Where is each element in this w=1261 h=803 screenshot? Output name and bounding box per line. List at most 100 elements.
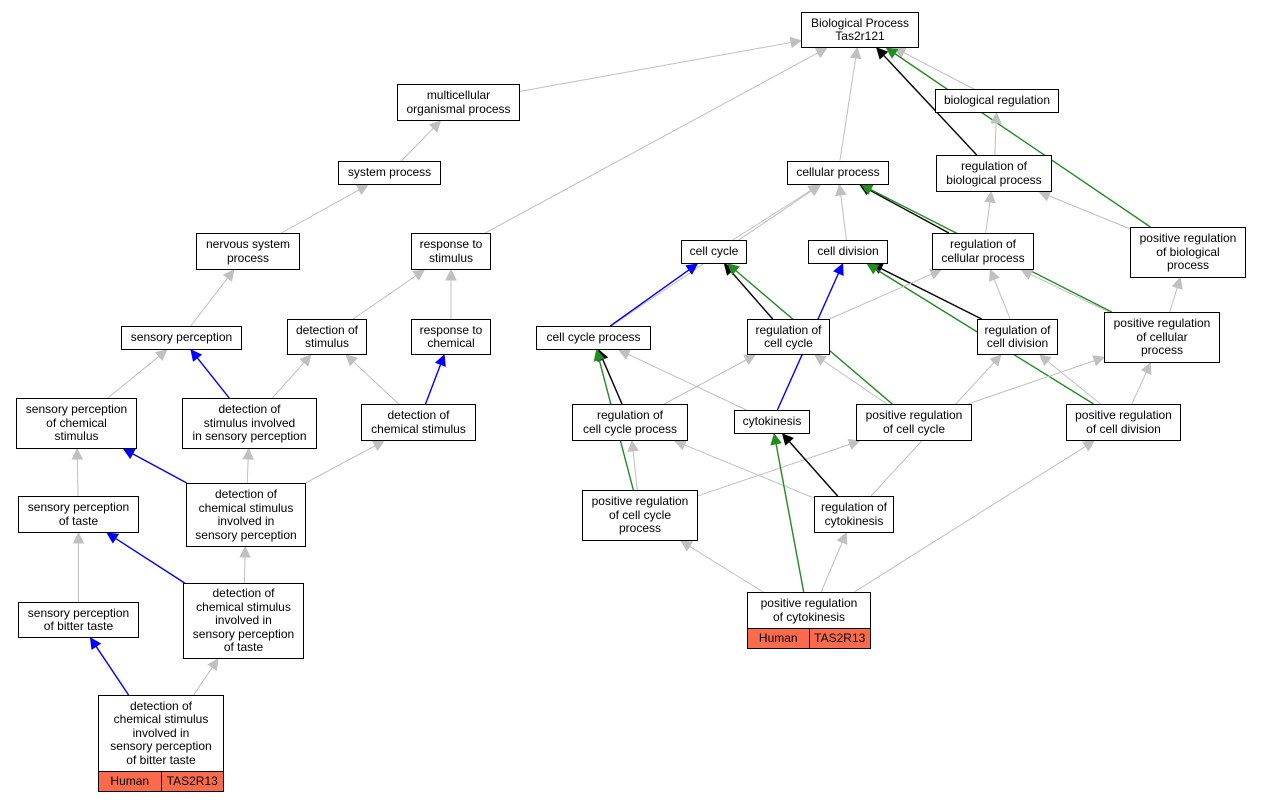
go-term-dcs[interactable]: detection of chemical stimulus xyxy=(361,404,476,441)
edge-arrowhead xyxy=(242,447,254,460)
edge-arrowhead xyxy=(627,439,639,453)
edge-line xyxy=(697,443,851,497)
species-tag[interactable]: Human xyxy=(748,629,809,648)
edge-rcd-to-cd xyxy=(870,263,982,320)
edge-arrowhead xyxy=(434,353,446,367)
gene-tag[interactable]: TAS2R13 xyxy=(808,629,870,648)
edge-cd-to-cellp xyxy=(835,183,847,241)
edge-line xyxy=(95,645,130,696)
edge-prccp-to-prcc xyxy=(697,438,861,497)
go-term-spt[interactable]: sensory perception of taste xyxy=(18,496,139,533)
edge-cc-to-cellp xyxy=(732,184,821,241)
edge-dcsispt-to-spt xyxy=(106,532,186,584)
go-term-prbp[interactable]: positive regulation of biological proces… xyxy=(1130,227,1246,278)
edge-line xyxy=(627,353,747,411)
go-term-rck[interactable]: regulation of cytokinesis xyxy=(814,496,894,533)
edge-line xyxy=(788,441,839,497)
edge-line xyxy=(967,360,1095,405)
edge-spcs-to-sp xyxy=(107,349,168,399)
go-term-dos[interactable]: detection of stimulus xyxy=(287,319,367,355)
edge-rck-to-ck xyxy=(781,433,839,497)
edge-line xyxy=(903,52,975,90)
edge-dcsispt-to-dcsisp xyxy=(239,545,251,584)
edge-line xyxy=(305,445,376,484)
go-term-mop[interactable]: multicellular organismal process xyxy=(397,84,520,121)
edge-line xyxy=(1030,273,1110,313)
species-tag[interactable]: Human xyxy=(99,772,161,791)
edge-arrowhead xyxy=(680,540,694,552)
edge-arrowhead xyxy=(990,111,1002,124)
edge-line xyxy=(632,450,638,491)
edge-prck-to-ck xyxy=(770,432,805,593)
go-term-ccp[interactable]: cell cycle process xyxy=(536,326,651,350)
edge-line xyxy=(883,54,978,156)
edge-prck-to-rck xyxy=(820,531,848,593)
go-term-rcc[interactable]: regulation of cell cycle xyxy=(747,319,830,355)
edge-line xyxy=(1047,360,1101,405)
go-term-rbp[interactable]: regulation of biological process xyxy=(936,155,1052,192)
go-term-rtc[interactable]: response to chemical xyxy=(411,319,491,355)
edge-line xyxy=(868,189,950,234)
edge-arrowhead xyxy=(866,263,880,275)
go-term-sp[interactable]: sensory perception xyxy=(121,326,242,350)
go-term-cd[interactable]: cell division xyxy=(808,240,888,264)
go-term-prcp[interactable]: positive regulation of cellular process xyxy=(1104,312,1220,363)
go-term-rcd[interactable]: regulation of cell division xyxy=(977,319,1058,355)
edge-arrowhead xyxy=(207,658,219,671)
edge-line xyxy=(1169,287,1178,313)
go-term-dcsispbt[interactable]: detection of chemical stimulus involved … xyxy=(98,695,224,792)
edge-prbp-to-bp xyxy=(885,47,1151,228)
edge-line xyxy=(424,364,442,405)
edge-line xyxy=(689,545,764,593)
go-term-spbt[interactable]: sensory perception of bitter taste xyxy=(18,602,139,638)
edge-line xyxy=(730,271,774,320)
edge-arrowhead xyxy=(239,545,251,558)
go-term-dcsisp[interactable]: detection of chemical stimulus involved … xyxy=(186,483,306,547)
edge-line xyxy=(352,275,417,320)
go-term-prccp[interactable]: positive regulation of cell cycle proces… xyxy=(582,490,698,541)
edge-rtc-to-rts xyxy=(445,268,457,319)
go-term-nsp[interactable]: nervous system process xyxy=(196,233,300,270)
edge-arrowhead xyxy=(808,184,822,196)
edge-line xyxy=(985,201,991,234)
go-term-bp[interactable]: Biological Process Tas2r121 xyxy=(801,12,919,48)
edge-line xyxy=(281,189,360,234)
go-term-ck[interactable]: cytokinesis xyxy=(734,410,810,434)
go-term-cc[interactable]: cell cycle xyxy=(681,240,747,264)
edge-spbt-to-spt xyxy=(72,531,85,602)
go-term-sysp[interactable]: system process xyxy=(338,161,441,185)
edge-dcsisp-to-dcs xyxy=(305,440,385,484)
edge-arrowhead xyxy=(1038,190,1052,202)
edge-arrowhead xyxy=(154,349,168,362)
go-term-rccp[interactable]: regulation of cell cycle process xyxy=(572,404,688,441)
go-term-prcc[interactable]: positive regulation of cell cycle xyxy=(856,404,972,441)
edge-prcp-to-prbp xyxy=(1169,276,1183,313)
go-term-spcs[interactable]: sensory perception of chemical stimulus xyxy=(16,398,137,449)
edge-arrowhead xyxy=(345,354,358,367)
go-term-dcsispt[interactable]: detection of chemical stimulus involved … xyxy=(183,583,304,659)
go-term-cellp[interactable]: cellular process xyxy=(787,161,889,185)
edge-arrowhead xyxy=(1092,355,1106,367)
edge-arrowhead xyxy=(989,268,1000,282)
go-term-label: detection of chemical stimulus involved … xyxy=(110,698,212,767)
go-term-rts[interactable]: response to stimulus xyxy=(411,233,491,270)
gene-tag[interactable]: TAS2R13 xyxy=(160,772,223,791)
edge-arrowhead xyxy=(1020,269,1034,280)
edge-rcp-to-cellp xyxy=(859,184,950,234)
edge-rcc-to-rcp xyxy=(829,268,942,320)
edge-line xyxy=(822,360,888,405)
go-term-dsisp[interactable]: detection of stimulus involved in sensor… xyxy=(182,398,317,449)
edge-arrowhead xyxy=(674,439,687,451)
edge-line xyxy=(854,445,1086,593)
go-term-rcp[interactable]: regulation of cellular process xyxy=(932,233,1034,270)
edge-prbp-to-rbp xyxy=(1038,190,1131,230)
go-term-prcd[interactable]: positive regulation of cell division xyxy=(1066,404,1181,441)
edge-dcs-to-rtc xyxy=(424,353,446,405)
go-term-breg[interactable]: biological regulation xyxy=(935,89,1059,113)
edge-rts-to-bp xyxy=(484,47,828,234)
edge-prcd-to-prcp xyxy=(1131,361,1152,405)
edge-line xyxy=(664,359,747,405)
